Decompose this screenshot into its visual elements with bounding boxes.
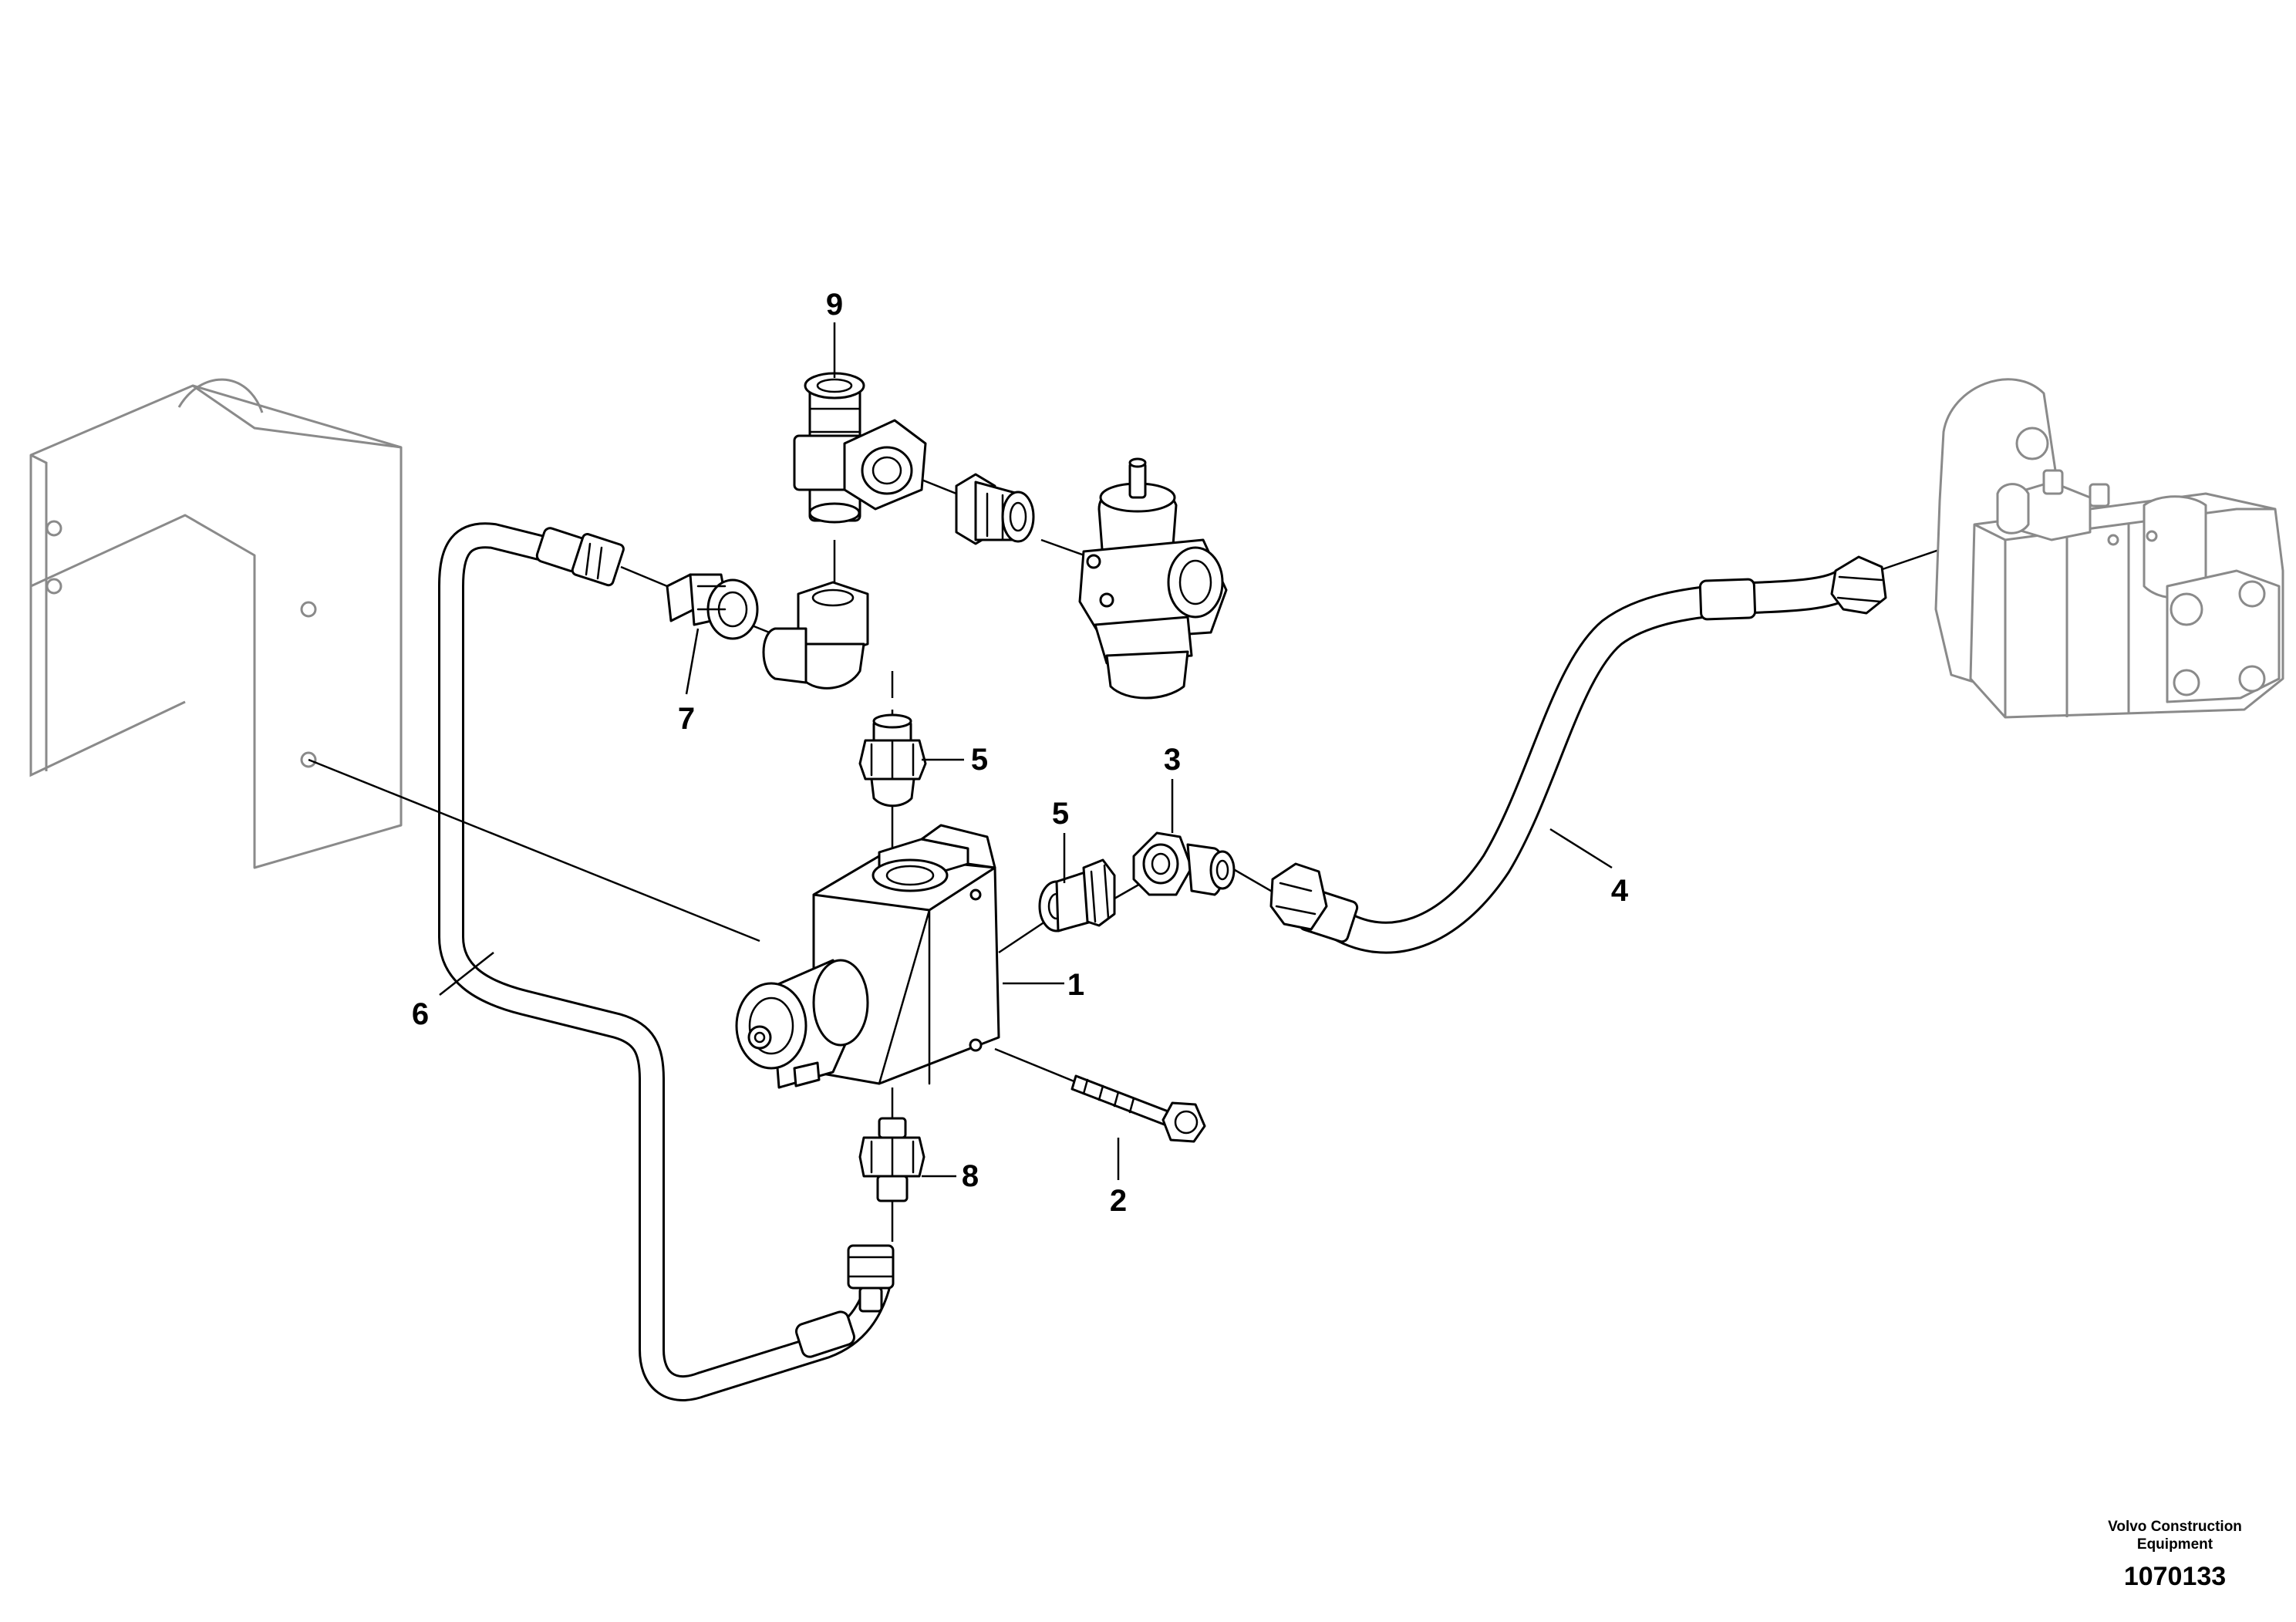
adapter-fitting-5-upper (858, 713, 927, 808)
callout-5-lower: 5 (1052, 797, 1069, 831)
company-name-line1: Volvo Construction (2108, 1519, 2242, 1535)
nipple-fitting (955, 473, 1035, 545)
callout-4: 4 (1611, 874, 1629, 908)
adapter-fitting-8 (858, 1117, 925, 1202)
solenoid-coil (735, 959, 869, 1089)
callout-8: 8 (962, 1159, 979, 1193)
adapter-fitting-5-lower (1038, 858, 1116, 932)
drawing-number: 1070133 (2124, 1562, 2226, 1591)
company-name-line2: Equipment (2137, 1536, 2213, 1553)
check-valve (1078, 457, 1228, 700)
hydraulic-pump (1934, 378, 2284, 719)
drawing-footer: Volvo Construction Equipment 1070133 (2108, 1519, 2242, 1591)
callout-9: 9 (826, 288, 843, 322)
mounting-bracket (29, 378, 403, 869)
callout-labels: 9 7 5 5 3 4 1 2 8 6 (412, 288, 1629, 1218)
callout-5-upper: 5 (971, 743, 988, 777)
tee-fitting-9 (793, 372, 927, 524)
callout-7: 7 (678, 702, 695, 736)
bolt-2 (1070, 1074, 1206, 1143)
callout-6: 6 (412, 997, 429, 1031)
elbow-fitting-3 (1132, 831, 1236, 896)
callout-3: 3 (1164, 743, 1181, 777)
callout-1: 1 (1067, 968, 1084, 1002)
hose-4 (1269, 555, 1887, 954)
pipe-6 (438, 522, 892, 1401)
pipe-nut-upper (535, 527, 625, 587)
valve-block-1 (812, 824, 1000, 1085)
callout-2: 2 (1110, 1184, 1127, 1218)
adapter-fitting-7 (666, 573, 759, 640)
callout-leaders (439, 322, 1613, 1180)
pipe-nut-lower (847, 1244, 895, 1313)
elbow-fitting-upper (762, 581, 869, 690)
